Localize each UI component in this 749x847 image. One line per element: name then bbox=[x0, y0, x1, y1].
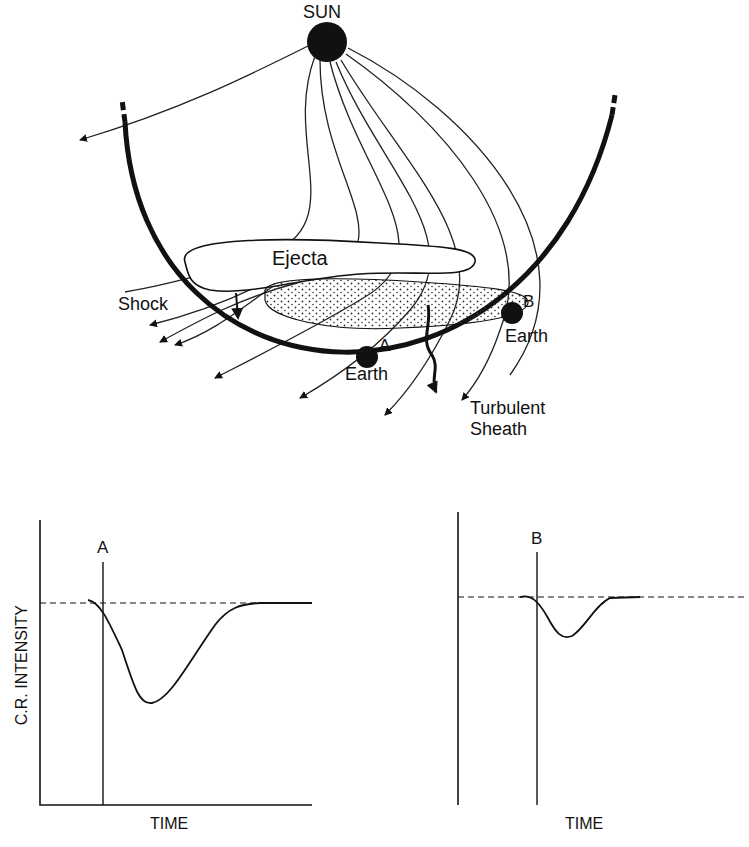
node-text: B bbox=[523, 292, 534, 312]
ejecta-node: Ejecta bbox=[270, 246, 352, 274]
sun-node: SUN bbox=[300, 0, 362, 26]
node-text: SUN bbox=[303, 2, 341, 23]
shock-front bbox=[125, 115, 612, 352]
sheath-arrow bbox=[427, 305, 436, 392]
node-text: Earth bbox=[505, 326, 548, 347]
axis-title: TIME bbox=[150, 815, 188, 833]
shock-front-end bbox=[122, 95, 615, 122]
shock-arrow bbox=[236, 293, 238, 318]
sun-disk bbox=[307, 22, 347, 62]
plot-b bbox=[458, 512, 745, 805]
shock-label: Shock bbox=[118, 294, 168, 315]
node-text: A bbox=[379, 336, 390, 356]
axis-title: TIME bbox=[565, 815, 603, 833]
turbulent-sheath bbox=[265, 279, 528, 329]
earth-b-node: B Earth bbox=[503, 292, 565, 352]
plot-marker: A bbox=[97, 538, 108, 558]
node-text: Ejecta bbox=[272, 247, 328, 270]
node-text: Earth bbox=[345, 364, 388, 385]
axis-title: C.R. INTENSITY bbox=[13, 605, 31, 725]
earth-b bbox=[501, 302, 523, 324]
sheath-label: Turbulent Sheath bbox=[470, 398, 562, 439]
plot-marker: B bbox=[531, 529, 542, 549]
plot-a bbox=[40, 520, 312, 805]
earth-a-node: A Earth bbox=[345, 336, 407, 387]
